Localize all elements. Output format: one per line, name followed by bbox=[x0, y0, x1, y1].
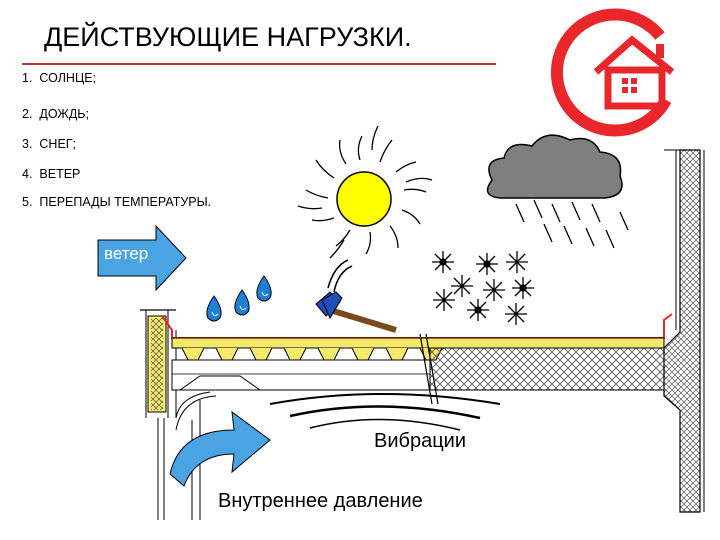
title-underline bbox=[22, 63, 496, 65]
roof-assembly bbox=[140, 309, 673, 520]
snowflake bbox=[483, 279, 505, 301]
snowflake bbox=[432, 251, 454, 273]
snowflake bbox=[433, 289, 455, 311]
load-item-snow: 3. СНЕГ; bbox=[22, 137, 77, 151]
snowflake bbox=[467, 299, 489, 321]
rain-icon bbox=[515, 199, 629, 249]
snowflake bbox=[451, 275, 473, 297]
water-drops-icon bbox=[206, 275, 272, 322]
wind-arrow-label: ветер bbox=[104, 244, 149, 263]
wind-arrow bbox=[97, 224, 187, 292]
load-item-rain: 2. ДОЖДЬ; bbox=[22, 107, 89, 121]
snowflake bbox=[506, 251, 528, 273]
hammer-icon bbox=[315, 259, 397, 333]
right-wall bbox=[663, 149, 705, 513]
load-item-temperature: 5. ПЕРЕПАДЫ ТЕМПЕРАТУРЫ. bbox=[22, 195, 212, 209]
internal-pressure-arrow bbox=[169, 410, 271, 487]
sun-icon bbox=[297, 125, 433, 259]
snowflake bbox=[505, 303, 527, 325]
vibration-label: Вибрации bbox=[374, 430, 467, 452]
load-item-sun: 1. СОЛНЦЕ; bbox=[22, 71, 97, 85]
house-logo bbox=[550, 8, 675, 137]
vibration-arcs bbox=[269, 393, 501, 431]
cloud-icon bbox=[486, 134, 623, 199]
internal-pressure-label: Внутреннее давление bbox=[218, 490, 423, 512]
snowflakes-icon bbox=[432, 251, 534, 325]
snowflake bbox=[476, 253, 498, 275]
snowflake bbox=[512, 277, 534, 299]
page-title: ДЕЙСТВУЮЩИЕ НАГРУЗКИ. bbox=[44, 22, 412, 52]
load-item-wind: 4. ВЕТЕР bbox=[22, 167, 81, 181]
